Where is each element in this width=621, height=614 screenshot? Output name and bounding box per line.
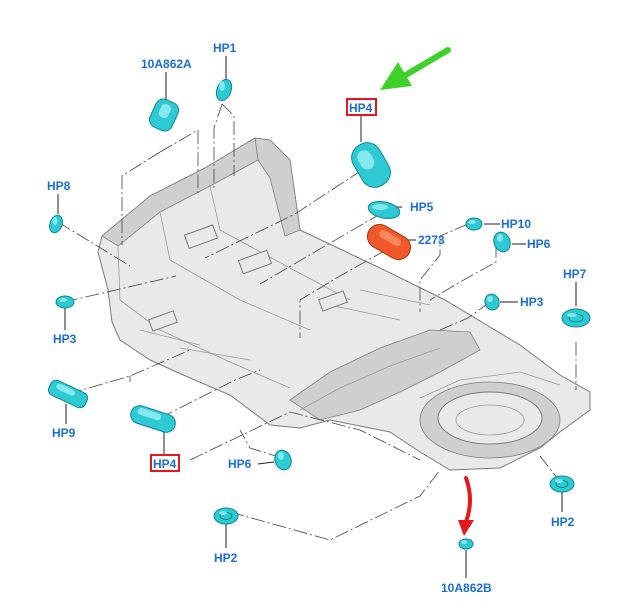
label-hp7: HP7	[563, 267, 587, 281]
plug-hp2-right	[549, 475, 575, 493]
label-10a862b: 10A862B	[441, 581, 492, 595]
plug-hp6-bottom	[274, 449, 292, 471]
plug-hp2-left	[213, 507, 239, 525]
label-hp2-left: HP2	[214, 551, 238, 565]
plug-hp3-right	[484, 293, 500, 311]
plug-hp8	[49, 214, 63, 234]
label-hp5: HP5	[410, 200, 434, 214]
seal-2273	[366, 224, 412, 260]
leader-lines	[57, 103, 577, 541]
label-hp10: HP10	[501, 217, 531, 231]
plug-hp10	[465, 217, 483, 231]
callout-leaders	[57, 56, 577, 578]
label-hp4-top: HP4	[349, 101, 373, 115]
label-hp2-right: HP2	[551, 515, 575, 529]
plug-hp9	[47, 379, 89, 409]
plugs	[47, 78, 591, 550]
label-hp8: HP8	[47, 179, 71, 193]
label-hp4-bottom: HP4	[153, 457, 177, 471]
plug-hp5	[367, 200, 401, 220]
plug-hp4-top	[351, 142, 391, 188]
label-hp9: HP9	[52, 426, 76, 440]
plug-10a862b	[458, 538, 474, 550]
label-2273: 2273	[418, 233, 445, 247]
plug-hp7	[561, 308, 591, 328]
label-hp6-right: HP6	[527, 237, 551, 251]
plug-hp1	[215, 78, 233, 102]
label-10a862a: 10A862A	[141, 57, 192, 71]
plug-10a862a	[148, 98, 180, 132]
green-arrow	[380, 47, 451, 90]
red-arrow	[458, 476, 474, 536]
labels: 10A862A HP1 HP4 HP8 HP5 2273 HP10 HP6 HP…	[47, 41, 587, 595]
label-hp1: HP1	[213, 41, 237, 55]
plug-hp6-right	[493, 231, 511, 253]
label-hp3-right: HP3	[520, 295, 544, 309]
plug-hp4-bottom	[130, 405, 176, 433]
plug-hp3-left	[55, 295, 75, 309]
label-hp6-bottom: HP6	[228, 457, 252, 471]
label-hp3-left: HP3	[53, 332, 77, 346]
highlight-box-hp4-top	[346, 98, 377, 116]
highlight-box-hp4-bottom	[150, 454, 180, 472]
